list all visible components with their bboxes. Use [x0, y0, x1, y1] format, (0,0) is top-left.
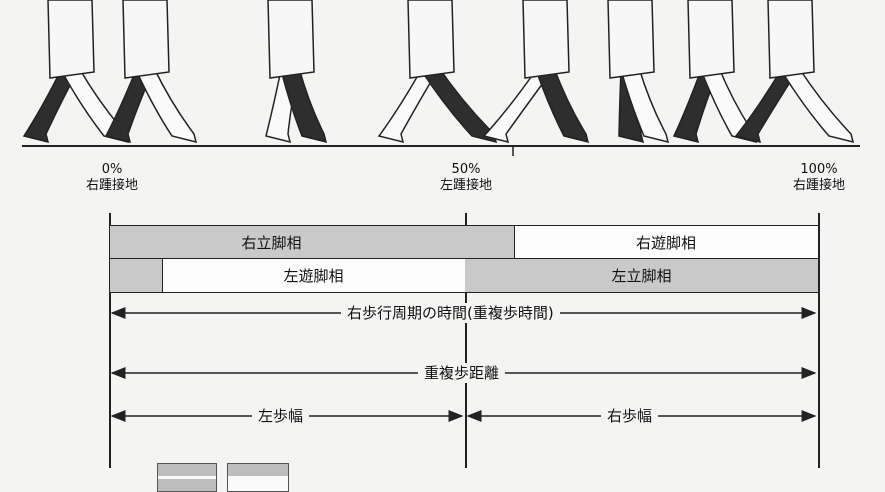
legend-box-left — [157, 463, 217, 492]
dark-leg — [280, 67, 328, 144]
light-leg — [377, 67, 441, 144]
marker-0: 0% 右踵接地 — [72, 162, 152, 194]
left-swing-label: 左遊脚相 — [283, 267, 344, 285]
right-stance-label: 右立脚相 — [241, 234, 302, 252]
figure-shorts — [407, 0, 455, 79]
right-stance-segment — [110, 226, 514, 259]
light-leg — [620, 67, 670, 144]
guide-line-0 — [109, 213, 111, 468]
marker-event: 左踵接地 — [439, 178, 492, 193]
marker-event: 右踵接地 — [792, 178, 845, 193]
figure-shorts — [522, 0, 570, 79]
cycle-time-label: 右歩行周期の時間(重複歩時間) — [341, 303, 560, 323]
light-leg — [779, 67, 855, 144]
guide-line-100 — [818, 213, 820, 468]
marker-percent: 100% — [800, 162, 838, 177]
dark-leg — [534, 67, 590, 144]
marker-50: 50% 左踵接地 — [426, 162, 506, 194]
walking-figures-illustration — [22, 0, 860, 156]
right-phase-bar: 右立脚相 右遊脚相 — [109, 225, 819, 260]
figure-shorts — [47, 0, 95, 79]
right-step-label: 右歩幅 — [601, 406, 659, 426]
light-leg — [134, 67, 198, 144]
left-stance-segment-start — [110, 259, 162, 292]
left-step-label: 左歩幅 — [252, 406, 310, 426]
legend-box-right — [227, 463, 289, 492]
figure-shorts — [767, 0, 815, 79]
right-swing-segment — [514, 226, 818, 259]
left-phase-bar: 左遊脚相 左立脚相 — [109, 258, 819, 293]
right-swing-label: 右遊脚相 — [635, 234, 696, 252]
figure-shorts — [687, 0, 735, 79]
guide-line-50 — [465, 213, 467, 468]
dark-leg — [419, 67, 498, 144]
left-swing-segment — [162, 259, 467, 292]
figure-shorts — [267, 0, 315, 79]
marker-percent: 0% — [101, 162, 123, 177]
marker-event: 右踵接地 — [85, 178, 138, 193]
marker-percent: 50% — [451, 162, 481, 177]
dark-leg — [734, 67, 801, 144]
left-stance-segment — [465, 259, 818, 292]
figure-shorts — [607, 0, 655, 79]
marker-100: 100% 右踵接地 — [779, 162, 859, 194]
figure-shorts — [122, 0, 170, 79]
left-stance-label: 左立脚相 — [611, 267, 672, 285]
stride-length-label: 重複歩距離 — [418, 363, 506, 383]
